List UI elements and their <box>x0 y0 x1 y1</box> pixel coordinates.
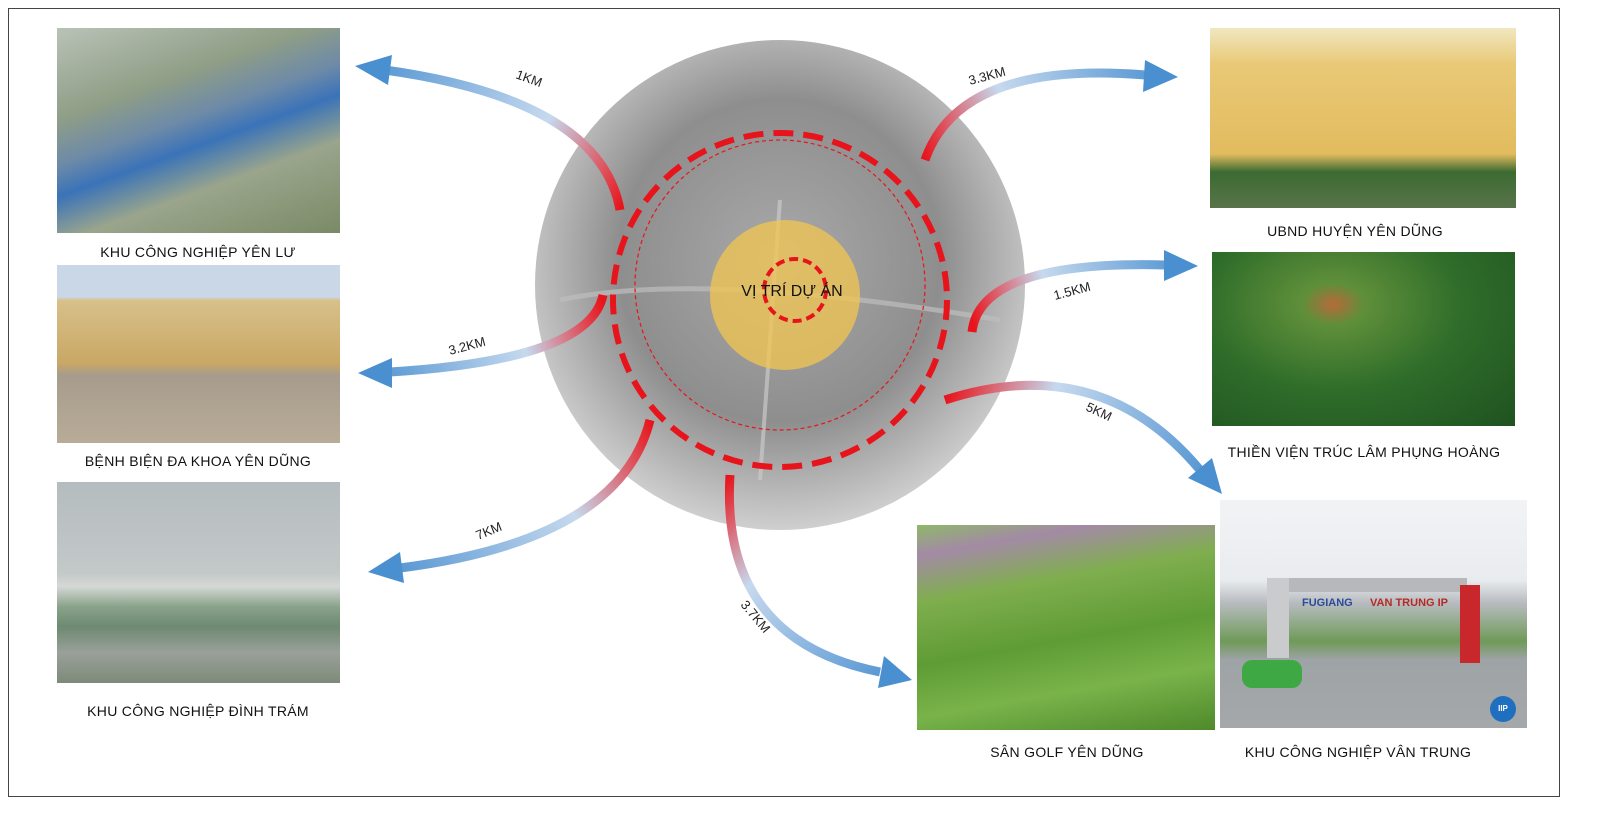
distance-yen-lu: 1KM <box>514 67 544 90</box>
arrow-yen-lu <box>355 55 625 211</box>
gate-sign-fugiang: FUGIANG <box>1302 597 1353 609</box>
taxi <box>1242 660 1302 688</box>
arrow-van-trung <box>943 380 1222 494</box>
arrow-thien-vien <box>967 250 1198 333</box>
caption-thien-vien: THIỀN VIỆN TRÚC LÂM PHỤNG HOÀNG <box>1227 444 1501 460</box>
frame-border <box>8 8 1560 797</box>
caption-van-trung: KHU CÔNG NGHIỆP VÂN TRUNG <box>1244 744 1472 760</box>
iip-logo: IIP <box>1490 696 1516 722</box>
distance-dinh-tram: 7KM <box>474 519 504 543</box>
caption-yen-lu: KHU CÔNG NGHIỆP YÊN LƯ <box>100 244 296 260</box>
photo-thien-vien <box>1212 252 1515 426</box>
project-core-area <box>710 220 860 370</box>
arrow-ubnd <box>920 60 1178 162</box>
caption-dinh-tram: KHU CÔNG NGHIỆP ĐÌNH TRÁM <box>87 703 309 719</box>
outer-dashed-ring <box>610 130 950 470</box>
caption-hospital: BỆNH BIỆN ĐA KHOA YÊN DŨNG <box>84 453 312 469</box>
inner-ring <box>634 139 926 431</box>
caption-golf: SÂN GOLF YÊN DŨNG <box>990 744 1144 760</box>
caption-ubnd: UBND HUYỆN YÊN DŨNG <box>1267 223 1443 239</box>
distance-thien-vien: 1.5KM <box>1052 279 1092 303</box>
project-location-label: VỊ TRÍ DỰ ÁN <box>741 281 842 300</box>
arrow-dinh-tram <box>368 418 655 583</box>
photo-golf <box>917 525 1215 730</box>
photo-dinh-tram-industrial-park <box>57 482 340 683</box>
photo-van-trung: FUGIANG VAN TRUNG IP IIP <box>1220 500 1527 728</box>
arrow-golf <box>724 474 912 688</box>
distance-hospital: 3.2KM <box>447 334 487 358</box>
arrow-hospital <box>358 293 608 388</box>
project-marker-ring <box>762 257 828 323</box>
photo-yen-lu-industrial-park <box>57 28 340 233</box>
gate-sign-van-trung: VAN TRUNG IP <box>1370 597 1449 609</box>
photo-ubnd <box>1210 28 1516 208</box>
photo-hospital <box>57 265 340 443</box>
